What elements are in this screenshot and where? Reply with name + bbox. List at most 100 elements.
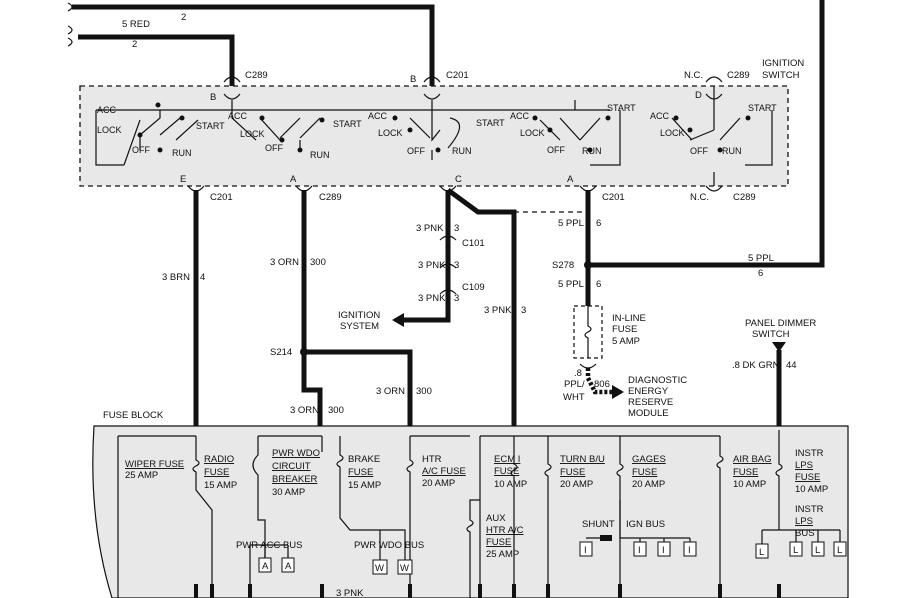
pwr-acc-bus-label: PWR ACC BUS (236, 540, 303, 551)
wire-color: 3 PNK (418, 293, 446, 304)
fuse-block-title: FUSE BLOCK (103, 410, 164, 421)
wire-number: 3 (454, 260, 459, 271)
red-wire-1 (78, 34, 235, 88)
turn-bu-fuse-rating: 20 AMP (560, 479, 593, 490)
splice-label: S214 (270, 347, 292, 358)
wire-number: 806 (594, 379, 610, 390)
switch-pos-lock: LOCK (240, 129, 265, 139)
dier-label: RESERVE (628, 397, 673, 408)
wire-number: 6 (758, 268, 763, 279)
air-bag-fuse-label: AIR BAG (733, 454, 772, 465)
instr-lps-fuse-label: INSTR (795, 448, 824, 459)
pwr-wdo-cb-label: BREAKER (272, 474, 318, 485)
wiper-fuse-label: WIPER FUSE (125, 459, 184, 470)
pin-label: A (290, 174, 297, 185)
switch-pos-start: START (196, 121, 225, 131)
terminal-letter: A (262, 561, 269, 572)
wire-number: 4 (200, 272, 205, 283)
air-bag-fuse-rating: 10 AMP (733, 479, 766, 490)
turn-bu-fuse-label: FUSE (560, 467, 585, 478)
terminal-box (789, 541, 803, 557)
orn-wire-to-pwr (301, 352, 323, 432)
connector-label: C289 (727, 70, 750, 81)
ppl-wire-long (588, 0, 825, 268)
switch-pos-start: START (607, 103, 636, 113)
switch-pos-acc: ACC (510, 111, 530, 121)
dimmer-arrow-icon (772, 342, 786, 352)
switch-pos-start: START (748, 103, 777, 113)
aux-fuse-label: HTR A/C (486, 525, 524, 536)
s214-splice (300, 348, 308, 356)
connector-label: C201 (602, 192, 625, 203)
switch-pos-acc: ACC (228, 111, 248, 121)
instr-lps-fuse-label: FUSE (795, 472, 820, 483)
htr-ac-fuse-rating: 20 AMP (422, 478, 455, 489)
wire-number: 3 (454, 223, 459, 234)
wire-number: 3 (521, 305, 526, 316)
switch-pos-acc: ACC (650, 111, 670, 121)
switch-pos-off: OFF (407, 146, 425, 156)
connector-label: C201 (446, 70, 469, 81)
dier-connector-symbol (579, 363, 597, 369)
aux-fuse-label: FUSE (486, 537, 511, 548)
terminal-letter: L (759, 547, 764, 558)
terminal-letter: W (375, 563, 384, 574)
connector-label: C109 (462, 282, 485, 293)
c289-nc-connector-symbol (705, 76, 723, 130)
terminal-letter: L (815, 545, 820, 556)
switch-pos-run: RUN (310, 150, 330, 160)
pwr-wdo-cb-rating: 30 AMP (272, 487, 305, 498)
inline-fuse-label: FUSE (612, 324, 637, 335)
switch-pos-lock: LOCK (97, 125, 122, 135)
wire-break-marks (67, 2, 73, 47)
wire-color: PPL/ (564, 379, 585, 390)
ignition-switch-housing (79, 85, 789, 187)
wire-color: 3 ORN (290, 405, 319, 416)
terminal-letter: I (688, 545, 691, 556)
connector-label: C289 (733, 192, 756, 203)
wire-color: 3 PNK (484, 305, 512, 316)
switch-pos-lock: LOCK (660, 128, 685, 138)
switch-pos-run: RUN (452, 146, 472, 156)
dier-label: DIAGNOSTIC (628, 375, 687, 386)
wire-number: 300 (416, 386, 432, 397)
c289-connector-symbol (223, 76, 241, 100)
wire-color: 5 PPL (558, 279, 584, 290)
htr-ac-fuse-label: HTR (422, 454, 442, 465)
switch-pos-off: OFF (547, 145, 565, 155)
terminal-box (579, 541, 593, 557)
terminal-box (755, 543, 769, 559)
instr-lps-bus-label: INSTR (795, 504, 824, 515)
switch-pos-run: RUN (722, 146, 742, 156)
wire-color: 3 ORN (376, 386, 405, 397)
terminal-box (833, 541, 847, 557)
pnk-wire-to-ignition (402, 190, 451, 323)
radio-fuse-label: RADIO (204, 454, 234, 465)
terminal-box (657, 541, 671, 557)
connector-label: C101 (462, 238, 485, 249)
terminal-box (633, 541, 647, 557)
switch-contacts (95, 100, 773, 166)
pin-label: B (410, 74, 416, 85)
connector-label: C289 (245, 70, 268, 81)
terminal-box (372, 559, 388, 575)
pwr-wdo-cb-label: PWR WDO (272, 448, 320, 459)
ignition-arrow-icon (392, 313, 404, 327)
terminal-letter: I (662, 545, 665, 556)
pwr-wdo-cb-label: CIRCUIT (272, 461, 311, 472)
connector-label: C201 (210, 192, 233, 203)
fuse-block-internal-wiring (117, 430, 841, 598)
dier-label: ENERGY (628, 386, 669, 397)
wire-color: 3 PNK (416, 223, 444, 234)
pnk-connector-symbols (439, 235, 457, 295)
c201-connector-symbol (423, 76, 441, 100)
ecm-fuse-label: ECM I (494, 454, 520, 465)
switch-pos-start: START (476, 118, 505, 128)
ignition-switch-title: SWITCH (762, 70, 800, 81)
switch-pos-lock: LOCK (520, 128, 545, 138)
terminal-box (281, 557, 295, 573)
instr-lps-fuse-rating: 10 AMP (795, 484, 828, 495)
brake-fuse-label: FUSE (348, 467, 373, 478)
